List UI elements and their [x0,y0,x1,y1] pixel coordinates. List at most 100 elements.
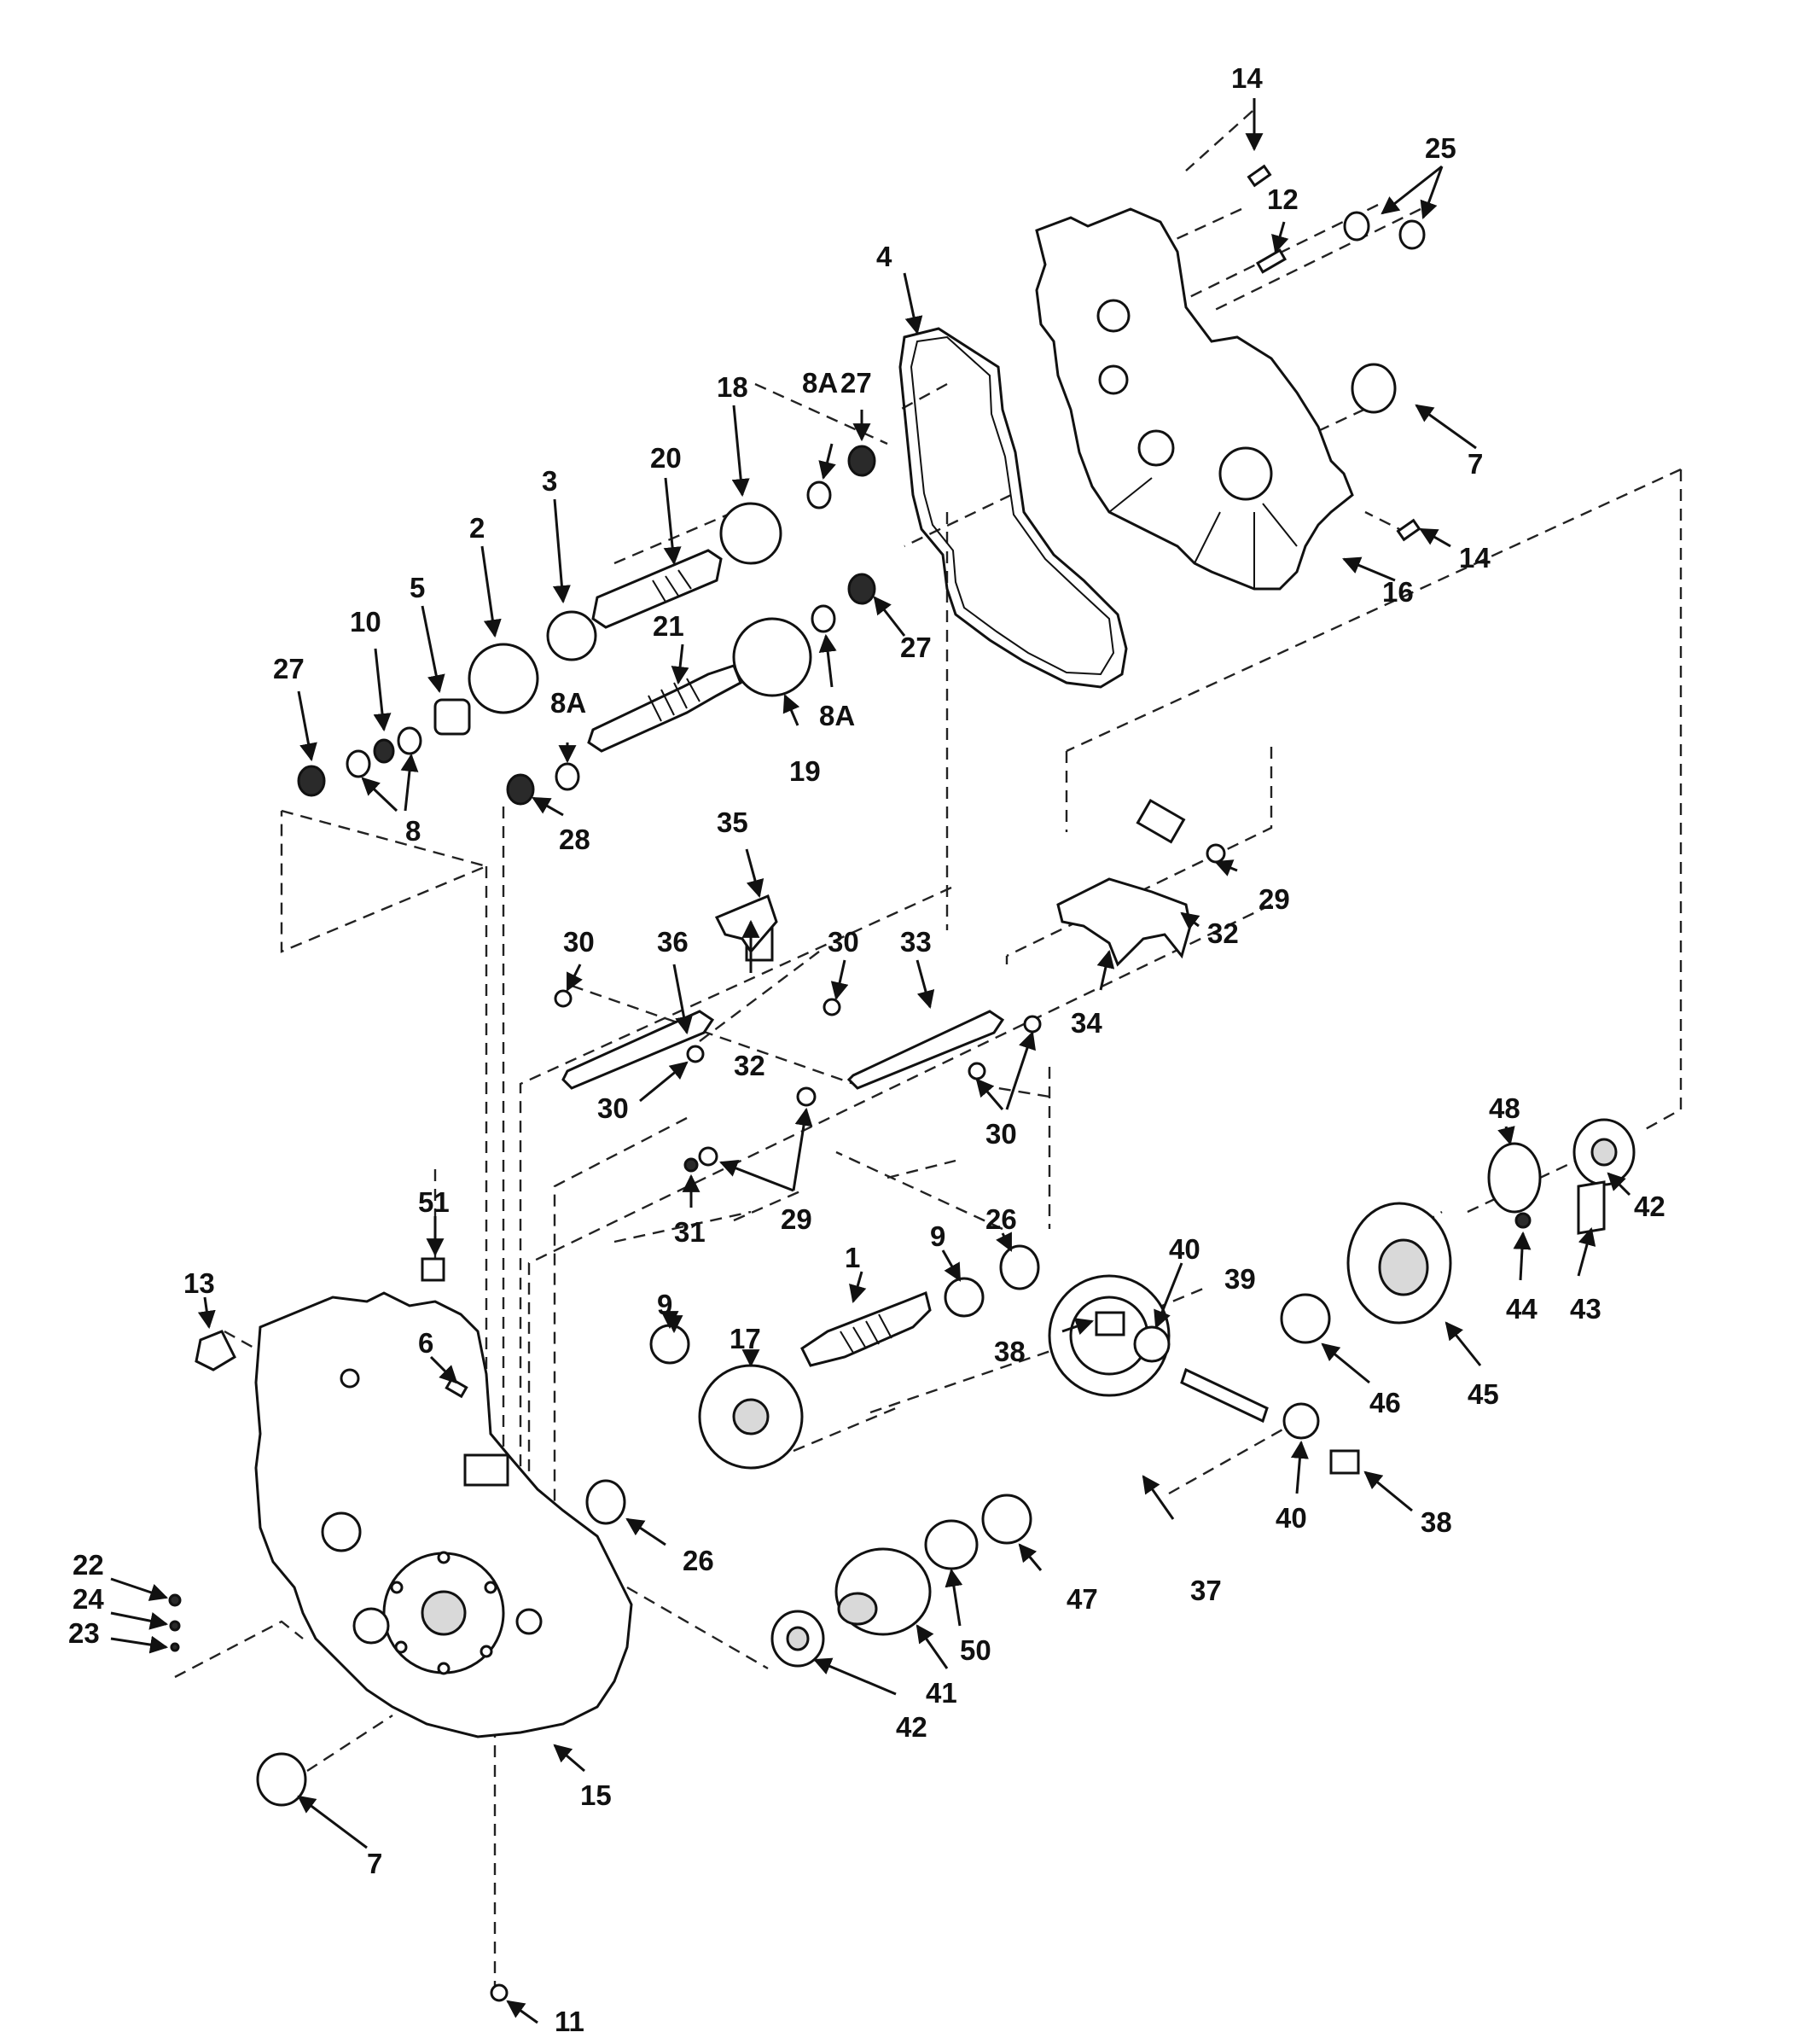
gear-46 [1280,1293,1331,1344]
callout-25: 25 [1425,132,1456,164]
callout-26-top: 26 [985,1203,1017,1235]
callout-42-left: 42 [896,1711,927,1743]
callout-50: 50 [960,1634,991,1666]
snap-ring-8A-b [806,480,832,510]
washer-8-b [397,726,422,755]
ring-30-c [823,998,841,1016]
callout-27-left: 27 [273,653,305,684]
callout-9-left: 9 [657,1289,672,1320]
callout-2: 2 [469,512,485,544]
bearing-27-top [847,445,876,477]
pin-14-top [1247,164,1272,188]
gear-18 [719,502,782,565]
callout-40-top: 40 [1169,1233,1200,1265]
callout-27-top: 27 [840,367,872,399]
callout-9-right: 9 [930,1220,945,1252]
callout-46: 46 [1369,1387,1401,1418]
callout-42-right: 42 [1634,1191,1665,1222]
transmission-housing [254,1291,633,1738]
callout-16: 16 [1382,576,1414,608]
seal-7-top [1351,363,1397,414]
callout-27-mid: 27 [900,632,932,663]
part-10 [373,738,395,764]
callout-32-top: 32 [1207,917,1239,949]
nut-44 [1514,1212,1532,1229]
callout-4: 4 [876,241,892,272]
callout-47: 47 [1067,1583,1098,1615]
callout-18: 18 [717,371,748,403]
breather-13 [195,1330,236,1371]
transmission-cover [1035,207,1354,591]
bolt-22 [168,1593,182,1607]
callout-12: 12 [1267,183,1299,215]
callout-22: 22 [73,1549,104,1581]
plug-11 [490,1983,509,2002]
snap-ring-9-right [944,1277,985,1318]
callout-3: 3 [542,465,557,497]
callout-38-left: 38 [994,1336,1026,1367]
bearings-and-seals [256,211,1636,1807]
washer-23 [170,1642,180,1652]
callout-33: 33 [900,926,932,958]
gear-2 [468,643,539,714]
callout-10: 10 [350,606,381,638]
callout-40-bottom: 40 [1276,1502,1307,1534]
callout-29-top: 29 [1258,883,1290,915]
callout-30-right: 30 [985,1118,1017,1150]
washer-50 [924,1519,979,1570]
small-parts [168,164,1606,2002]
differential-parts [834,1142,1542,1636]
callout-6: 6 [418,1327,433,1359]
callout-44: 44 [1506,1293,1538,1325]
callout-15: 15 [580,1779,612,1811]
callout-37: 37 [1190,1575,1222,1606]
snap-ring-9-left [649,1324,690,1365]
gasket [898,327,1128,689]
bearing-27-left [297,765,326,797]
plug-51 [421,1257,445,1282]
callout-5: 5 [410,572,425,603]
spring-32-b [1136,798,1186,844]
callout-45: 45 [1468,1378,1499,1410]
bearing-26-left [585,1479,626,1525]
seal-25-a [1343,211,1370,242]
callout-19: 19 [789,755,821,787]
callout-11: 11 [555,2006,584,2037]
callout-8A-top: 8A [802,367,838,399]
callout-14-top: 14 [1231,62,1263,94]
callout-21: 21 [653,610,684,642]
callout-31: 31 [674,1216,706,1248]
callout-23: 23 [68,1617,100,1649]
ball-31 [683,1157,699,1173]
callout-17: 17 [730,1323,761,1354]
callout-48: 48 [1489,1092,1520,1124]
callout-8: 8 [405,815,421,847]
callout-7-bottom: 7 [367,1848,382,1879]
callout-30-left: 30 [563,926,595,958]
callout-26-left: 26 [683,1545,714,1576]
pin-43 [1577,1180,1606,1235]
callout-30-mid: 30 [828,926,859,958]
callout-41: 41 [926,1677,957,1709]
callout-8A-mid: 8A [819,700,855,731]
shift-fork-34 [1056,877,1192,967]
callout-51: 51 [418,1186,450,1218]
seal-7-bottom [256,1752,307,1807]
shafts [561,549,1269,1424]
bearing-28 [506,773,535,806]
callout-labels: 14 12 25 4 7 14 16 18 8A 27 20 3 2 5 10 … [68,62,1665,2037]
seal-25-b [1398,219,1426,250]
ring-30-a [554,989,573,1008]
callout-13: 13 [183,1267,215,1299]
washer-29-mid [796,1086,817,1107]
callout-24: 24 [73,1583,104,1615]
snap-ring-8A-a [555,762,580,791]
bearing-26-right [999,1244,1040,1290]
gear-47 [981,1494,1032,1545]
bolt-12 [1255,248,1288,274]
bearing-27-mid [847,573,876,605]
block-38-a [1095,1311,1125,1336]
gear-3 [546,610,597,661]
callout-35: 35 [717,807,748,838]
